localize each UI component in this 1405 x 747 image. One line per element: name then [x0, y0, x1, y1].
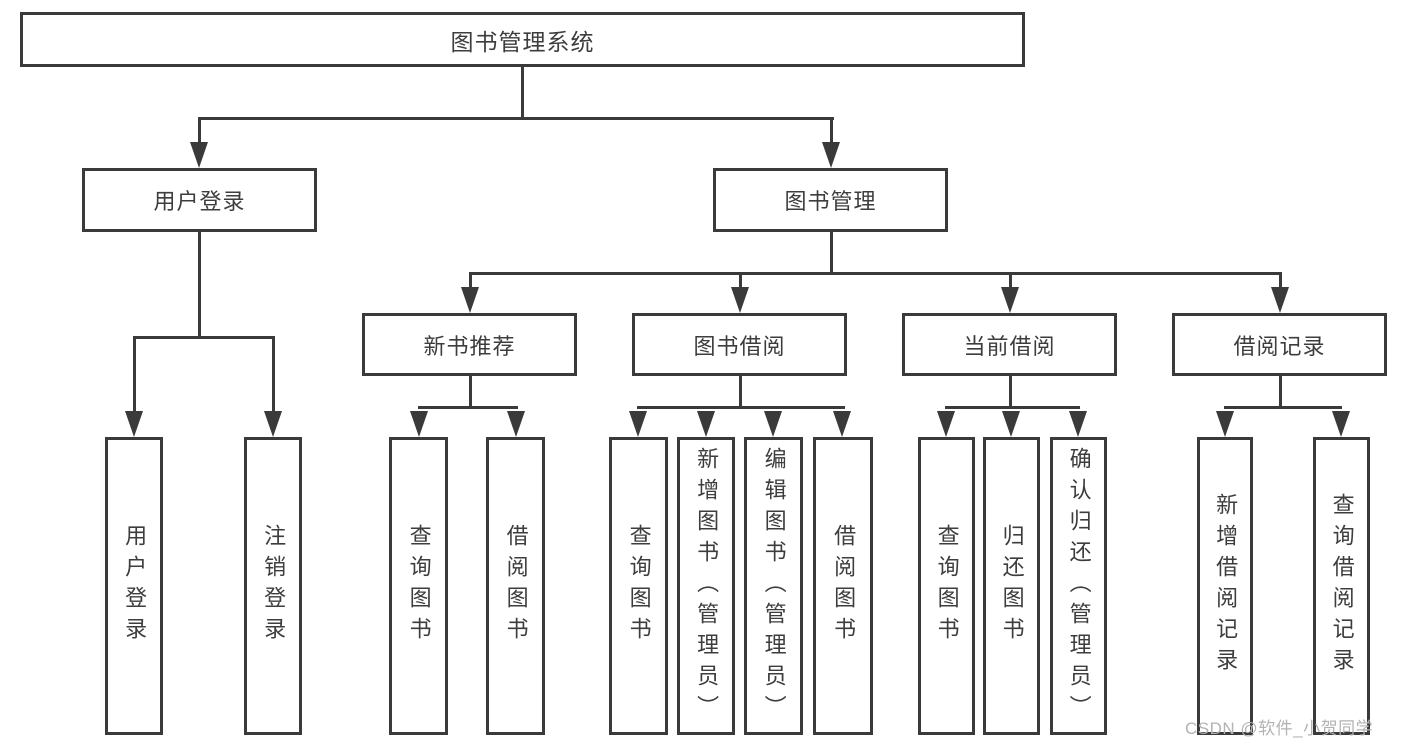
- connector-line: [469, 376, 472, 408]
- leaf-return-books-label: 归还图书: [999, 524, 1025, 648]
- node-book-management: 图书管理: [713, 168, 948, 232]
- leaf-edit-books-admin-label: 编辑图书（管理员）: [761, 446, 787, 726]
- leaf-add-borrow-record: 新增借阅记录: [1197, 437, 1253, 735]
- connector-line: [133, 336, 136, 414]
- leaf-logout: 注销登录: [244, 437, 302, 735]
- connector-line: [521, 67, 524, 118]
- connector-line: [469, 272, 1282, 275]
- leaf-add-books-admin: 新增图书（管理员）: [677, 437, 735, 735]
- leaf-query-books-current-label: 查询图书: [934, 524, 960, 648]
- connector-line: [133, 336, 275, 339]
- node-book-borrow-label: 图书借阅: [693, 333, 786, 359]
- arrowhead-icon: [461, 287, 479, 313]
- connector-line: [1009, 376, 1012, 408]
- node-root: 图书管理系统: [20, 12, 1025, 67]
- connector-line: [739, 272, 742, 290]
- node-current-borrow: 当前借阅: [902, 313, 1117, 376]
- connector-line: [198, 117, 834, 120]
- leaf-borrow-books-recommend-label: 借阅图书: [503, 524, 529, 648]
- node-user-login-label: 用户登录: [153, 189, 246, 214]
- arrowhead-icon: [190, 142, 208, 168]
- arrowhead-icon: [1069, 411, 1087, 437]
- leaf-query-borrow-record-label: 查询借阅记录: [1329, 493, 1355, 679]
- arrowhead-icon: [1001, 287, 1019, 313]
- arrowhead-icon: [1271, 287, 1289, 313]
- leaf-edit-books-admin: 编辑图书（管理员）: [744, 437, 803, 735]
- node-borrow-records-label: 借阅记录: [1233, 333, 1326, 359]
- arrowhead-icon: [125, 411, 143, 437]
- connector-line: [272, 336, 275, 414]
- arrowhead-icon: [507, 411, 525, 437]
- arrowhead-icon: [697, 411, 715, 437]
- arrowhead-icon: [822, 142, 840, 168]
- arrowhead-icon: [731, 287, 749, 313]
- leaf-borrow-books-label: 借阅图书: [831, 524, 857, 648]
- leaf-query-books-recommend-label: 查询图书: [406, 524, 432, 648]
- connector-line: [830, 232, 833, 275]
- connector-line: [1224, 406, 1342, 409]
- arrowhead-icon: [1216, 411, 1234, 437]
- connector-line: [945, 406, 1080, 409]
- leaf-user-login-label: 用户登录: [122, 524, 148, 648]
- node-borrow-records: 借阅记录: [1172, 313, 1387, 376]
- csdn-watermark: CSDN @软件_小贺同学: [1185, 719, 1374, 738]
- connector-line: [739, 376, 742, 408]
- node-new-book-recommend: 新书推荐: [362, 313, 577, 376]
- leaf-query-books-borrow: 查询图书: [609, 437, 668, 735]
- connector-line: [637, 406, 845, 409]
- arrowhead-icon: [1332, 411, 1350, 437]
- arrowhead-icon: [764, 411, 782, 437]
- leaf-user-login: 用户登录: [105, 437, 163, 735]
- connector-line: [198, 117, 201, 145]
- arrowhead-icon: [264, 411, 282, 437]
- arrowhead-icon: [833, 411, 851, 437]
- connector-line: [1009, 272, 1012, 290]
- node-root-label: 图书管理系统: [450, 28, 595, 55]
- leaf-query-books-current: 查询图书: [918, 437, 975, 735]
- leaf-logout-label: 注销登录: [261, 524, 287, 648]
- leaf-query-books-recommend: 查询图书: [389, 437, 448, 735]
- node-book-management-label: 图书管理: [784, 189, 877, 214]
- node-user-login: 用户登录: [82, 168, 317, 232]
- leaf-borrow-books: 借阅图书: [813, 437, 873, 735]
- leaf-confirm-return-admin-label: 确认归还（管理员）: [1066, 446, 1092, 726]
- arrowhead-icon: [1002, 411, 1020, 437]
- connector-line: [1279, 272, 1282, 290]
- leaf-borrow-books-recommend: 借阅图书: [486, 437, 545, 735]
- connector-line: [198, 232, 201, 339]
- leaf-confirm-return-admin: 确认归还（管理员）: [1050, 437, 1107, 735]
- leaf-return-books: 归还图书: [983, 437, 1040, 735]
- arrowhead-icon: [937, 411, 955, 437]
- connector-line: [418, 406, 518, 409]
- connector-line: [830, 117, 833, 145]
- leaf-query-borrow-record: 查询借阅记录: [1313, 437, 1370, 735]
- leaf-add-borrow-record-label: 新增借阅记录: [1213, 493, 1239, 679]
- node-new-book-recommend-label: 新书推荐: [423, 333, 516, 359]
- arrowhead-icon: [410, 411, 428, 437]
- leaf-add-books-admin-label: 新增图书（管理员）: [694, 446, 720, 726]
- node-current-borrow-label: 当前借阅: [963, 333, 1056, 359]
- connector-line: [469, 272, 472, 290]
- leaf-query-books-borrow-label: 查询图书: [626, 524, 652, 648]
- node-book-borrow: 图书借阅: [632, 313, 847, 376]
- connector-line: [1279, 376, 1282, 408]
- arrowhead-icon: [629, 411, 647, 437]
